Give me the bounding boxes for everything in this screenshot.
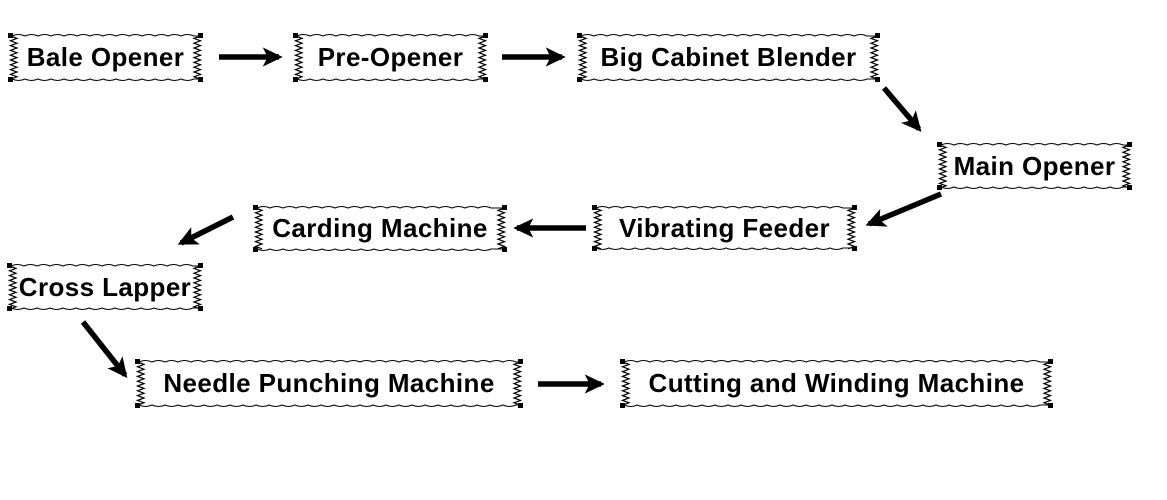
arrow-cross-lapper-to-needle-punching-machine [80, 320, 128, 378]
node-bale-opener: Bale Opener [8, 33, 203, 82]
node-label: Needle Punching Machine [163, 368, 495, 398]
arrow-main-opener-to-vibrating-feeder [865, 191, 943, 227]
node-pre-opener: Pre-Opener [293, 33, 488, 82]
node-needle-punching-machine: Needle Punching Machine [135, 359, 523, 408]
node-main-opener: Main Opener [937, 142, 1132, 190]
node-label: Main Opener [953, 150, 1116, 181]
node-label: Carding Machine [272, 213, 488, 243]
arrow-big-cabinet-blender-to-main-opener [881, 86, 922, 132]
node-label: Big Cabinet Blender [600, 42, 857, 72]
node-big-cabinet-blender: Big Cabinet Blender [577, 33, 880, 82]
node-carding-machine: Carding Machine [253, 205, 507, 252]
arrow-carding-machine-to-cross-lapper [177, 214, 235, 246]
node-label: Bale Opener [26, 42, 185, 72]
node-label: Pre-Opener [317, 42, 464, 72]
node-cutting-and-winding-machine: Cutting and Winding Machine [620, 359, 1053, 408]
node-vibrating-feeder: Vibrating Feeder [592, 205, 857, 251]
node-label: Cross Lapper [18, 271, 192, 302]
node-label: Vibrating Feeder [618, 212, 831, 243]
node-label: Cutting and Winding Machine [648, 368, 1025, 398]
node-cross-lapper: Cross Lapper [7, 263, 203, 311]
